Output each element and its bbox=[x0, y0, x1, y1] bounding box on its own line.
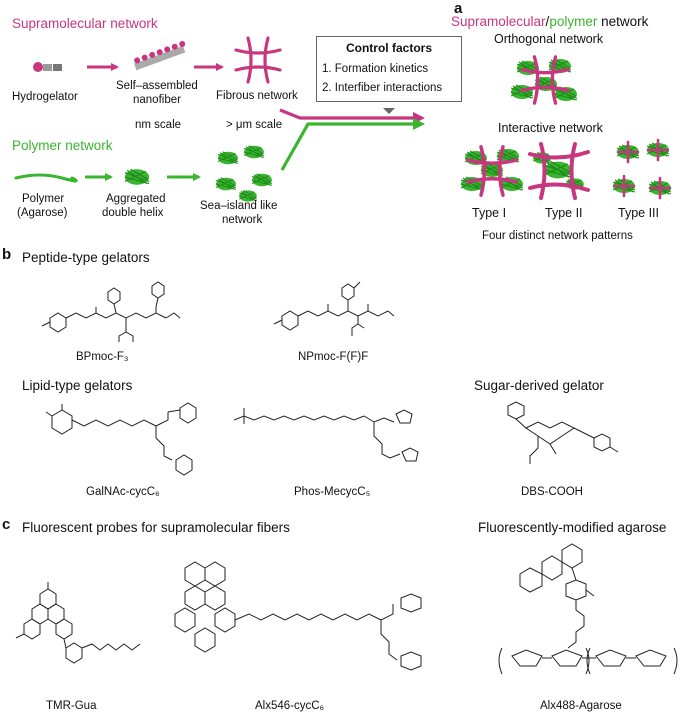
control-factors-title: Control factors bbox=[345, 41, 432, 55]
bpmoc-structure bbox=[34, 280, 214, 342]
sea-island-network-icon bbox=[215, 145, 273, 203]
alx546-label: Alx546-cycC₆ bbox=[255, 700, 325, 712]
dbs-structure bbox=[486, 398, 636, 474]
type-2-network-icon bbox=[528, 142, 590, 200]
self-assembled-label-1: Self–assembled bbox=[116, 80, 198, 92]
panel-label-a: a bbox=[454, 0, 463, 17]
fibrous-network-label: Fibrous network bbox=[216, 90, 298, 102]
bpmoc-label: BPmoc-F₃ bbox=[76, 351, 129, 363]
orthogonal-network-icon bbox=[510, 55, 578, 105]
aggregated-label-1: Aggregated bbox=[106, 193, 166, 205]
control-factors-box: Control factors 1. Formation kinetics 2.… bbox=[316, 36, 462, 102]
orthogonal-network-label: Orthogonal network bbox=[494, 32, 604, 46]
npmoc-label: NPmoc-F(F)F bbox=[298, 351, 369, 363]
control-pointer bbox=[383, 108, 395, 114]
phos-label: Phos-MecycC₅ bbox=[294, 486, 371, 498]
sea-island-label-1: Sea–island like bbox=[200, 200, 278, 212]
nm-scale-label: nm scale bbox=[135, 119, 182, 131]
npmoc-structure bbox=[270, 276, 420, 342]
probes-heading: Fluorescent probes for supramolecular fi… bbox=[22, 520, 290, 535]
lipid-gelators-heading: Lipid-type gelators bbox=[22, 378, 133, 393]
dbs-label: DBS-COOH bbox=[521, 486, 583, 498]
type-1-label: Type I bbox=[472, 206, 507, 220]
polymer-label-1: Polymer bbox=[22, 193, 65, 205]
type-1-network-icon bbox=[460, 145, 524, 197]
type-2-label: Type II bbox=[545, 206, 583, 220]
panel-label-b: b bbox=[2, 246, 12, 263]
polymer-label-2: (Agarose) bbox=[17, 207, 68, 219]
phos-structure bbox=[230, 398, 430, 480]
um-scale-label: > μm scale bbox=[226, 119, 283, 131]
combined-sep: / bbox=[545, 14, 550, 29]
alx488-agarose-structure bbox=[490, 540, 680, 690]
panel-label-c: c bbox=[2, 516, 11, 533]
sugar-gelator-heading: Sugar-derived gelator bbox=[474, 378, 604, 393]
combined-network-heading: Supramolecular/polymer network bbox=[451, 14, 648, 30]
green-long-arrow bbox=[280, 118, 425, 171]
sea-island-label-2: network bbox=[222, 214, 263, 226]
hydrogelator-icon bbox=[33, 62, 62, 72]
supramolecular-network-heading: Supramolecular network bbox=[12, 16, 158, 31]
control-factor-2: 2. Interfiber interactions bbox=[322, 82, 443, 94]
combined-part-1: Supramolecular bbox=[451, 14, 546, 29]
tmr-gua-label: TMR-Gua bbox=[46, 700, 97, 712]
type-3-network-icon bbox=[612, 138, 672, 200]
agarose-heading: Fluorescently-modiﬁed agarose bbox=[478, 520, 667, 535]
four-patterns-label: Four distinct network patterns bbox=[482, 230, 633, 242]
peptide-gelators-heading: Peptide-type gelators bbox=[22, 250, 150, 265]
self-assembled-label-2: nanofiber bbox=[133, 94, 181, 106]
polymer-network-heading: Polymer network bbox=[12, 138, 113, 153]
galnac-label: GalNAc-cycC₆ bbox=[86, 486, 160, 498]
fibrous-network-icon bbox=[234, 36, 282, 84]
aggregated-label-2: double helix bbox=[102, 207, 164, 219]
interactive-network-label: Interactive network bbox=[498, 121, 603, 135]
control-factor-1: 1. Formation kinetics bbox=[322, 63, 429, 75]
magenta-long-arrow bbox=[279, 108, 425, 124]
polymer-icon bbox=[14, 173, 78, 183]
combined-part-2: polymer bbox=[549, 14, 598, 29]
double-helix-icon bbox=[124, 168, 150, 186]
alx488-label: Alx488-Agarose bbox=[540, 700, 622, 712]
tmr-gua-structure bbox=[10, 580, 150, 690]
nanofiber-icon bbox=[134, 40, 186, 71]
galnac-structure bbox=[44, 398, 224, 478]
combined-part-3: network bbox=[597, 14, 649, 29]
hydrogelator-label: Hydrogelator bbox=[12, 91, 78, 103]
type-3-label: Type III bbox=[618, 206, 659, 220]
alx546-structure bbox=[155, 558, 455, 688]
